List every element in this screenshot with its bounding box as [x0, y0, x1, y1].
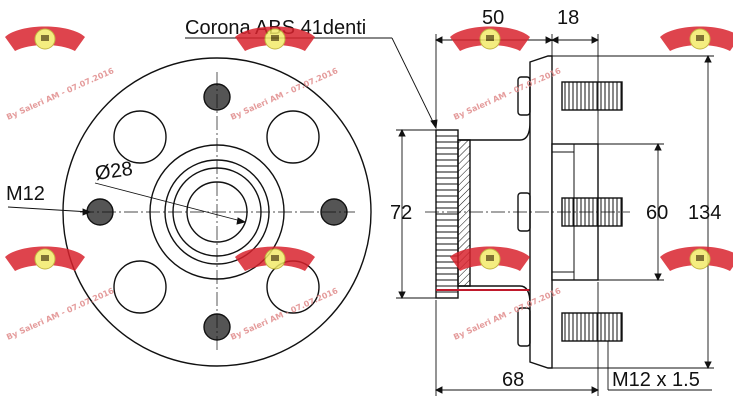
watermark-logo: [4, 26, 86, 52]
dimension-lines: [82, 34, 714, 396]
abs-diameter-label: 72: [390, 202, 412, 224]
overall-length-label: 68: [502, 369, 524, 391]
front-view: [7, 57, 372, 367]
watermark-logo: [234, 246, 316, 272]
watermark-logo: [659, 246, 733, 272]
lightening-hole: [266, 110, 320, 164]
hub-width-label: 50: [482, 7, 504, 29]
m12-leader: [7, 206, 91, 213]
bore-diameter-label: Ø28: [94, 158, 135, 185]
watermark-text: By Saleri AM - 07.07.2016: [229, 66, 340, 122]
watermark-logo: [4, 246, 86, 272]
watermark-text: By Saleri AM - 07.07.2016: [5, 286, 116, 342]
stud-thread-label: M12 x 1.5: [612, 369, 700, 391]
side-view: [425, 55, 630, 369]
bore-leader: [94, 182, 246, 223]
lightening-hole: [113, 110, 167, 164]
flange-offset-label: 18: [557, 7, 579, 29]
watermark-logo: [659, 26, 733, 52]
stud-bottom: [561, 312, 623, 342]
bolt-thread-label: M12: [6, 183, 45, 205]
watermark-logo: [449, 26, 531, 52]
flange-outline: [62, 57, 372, 367]
stud-top: [561, 81, 623, 111]
lightening-hole: [113, 260, 167, 314]
watermark-text: By Saleri AM - 07.07.2016: [229, 286, 340, 342]
overall-diameter-label: 134: [688, 202, 721, 224]
pilot-diameter-label: 60: [646, 202, 668, 224]
